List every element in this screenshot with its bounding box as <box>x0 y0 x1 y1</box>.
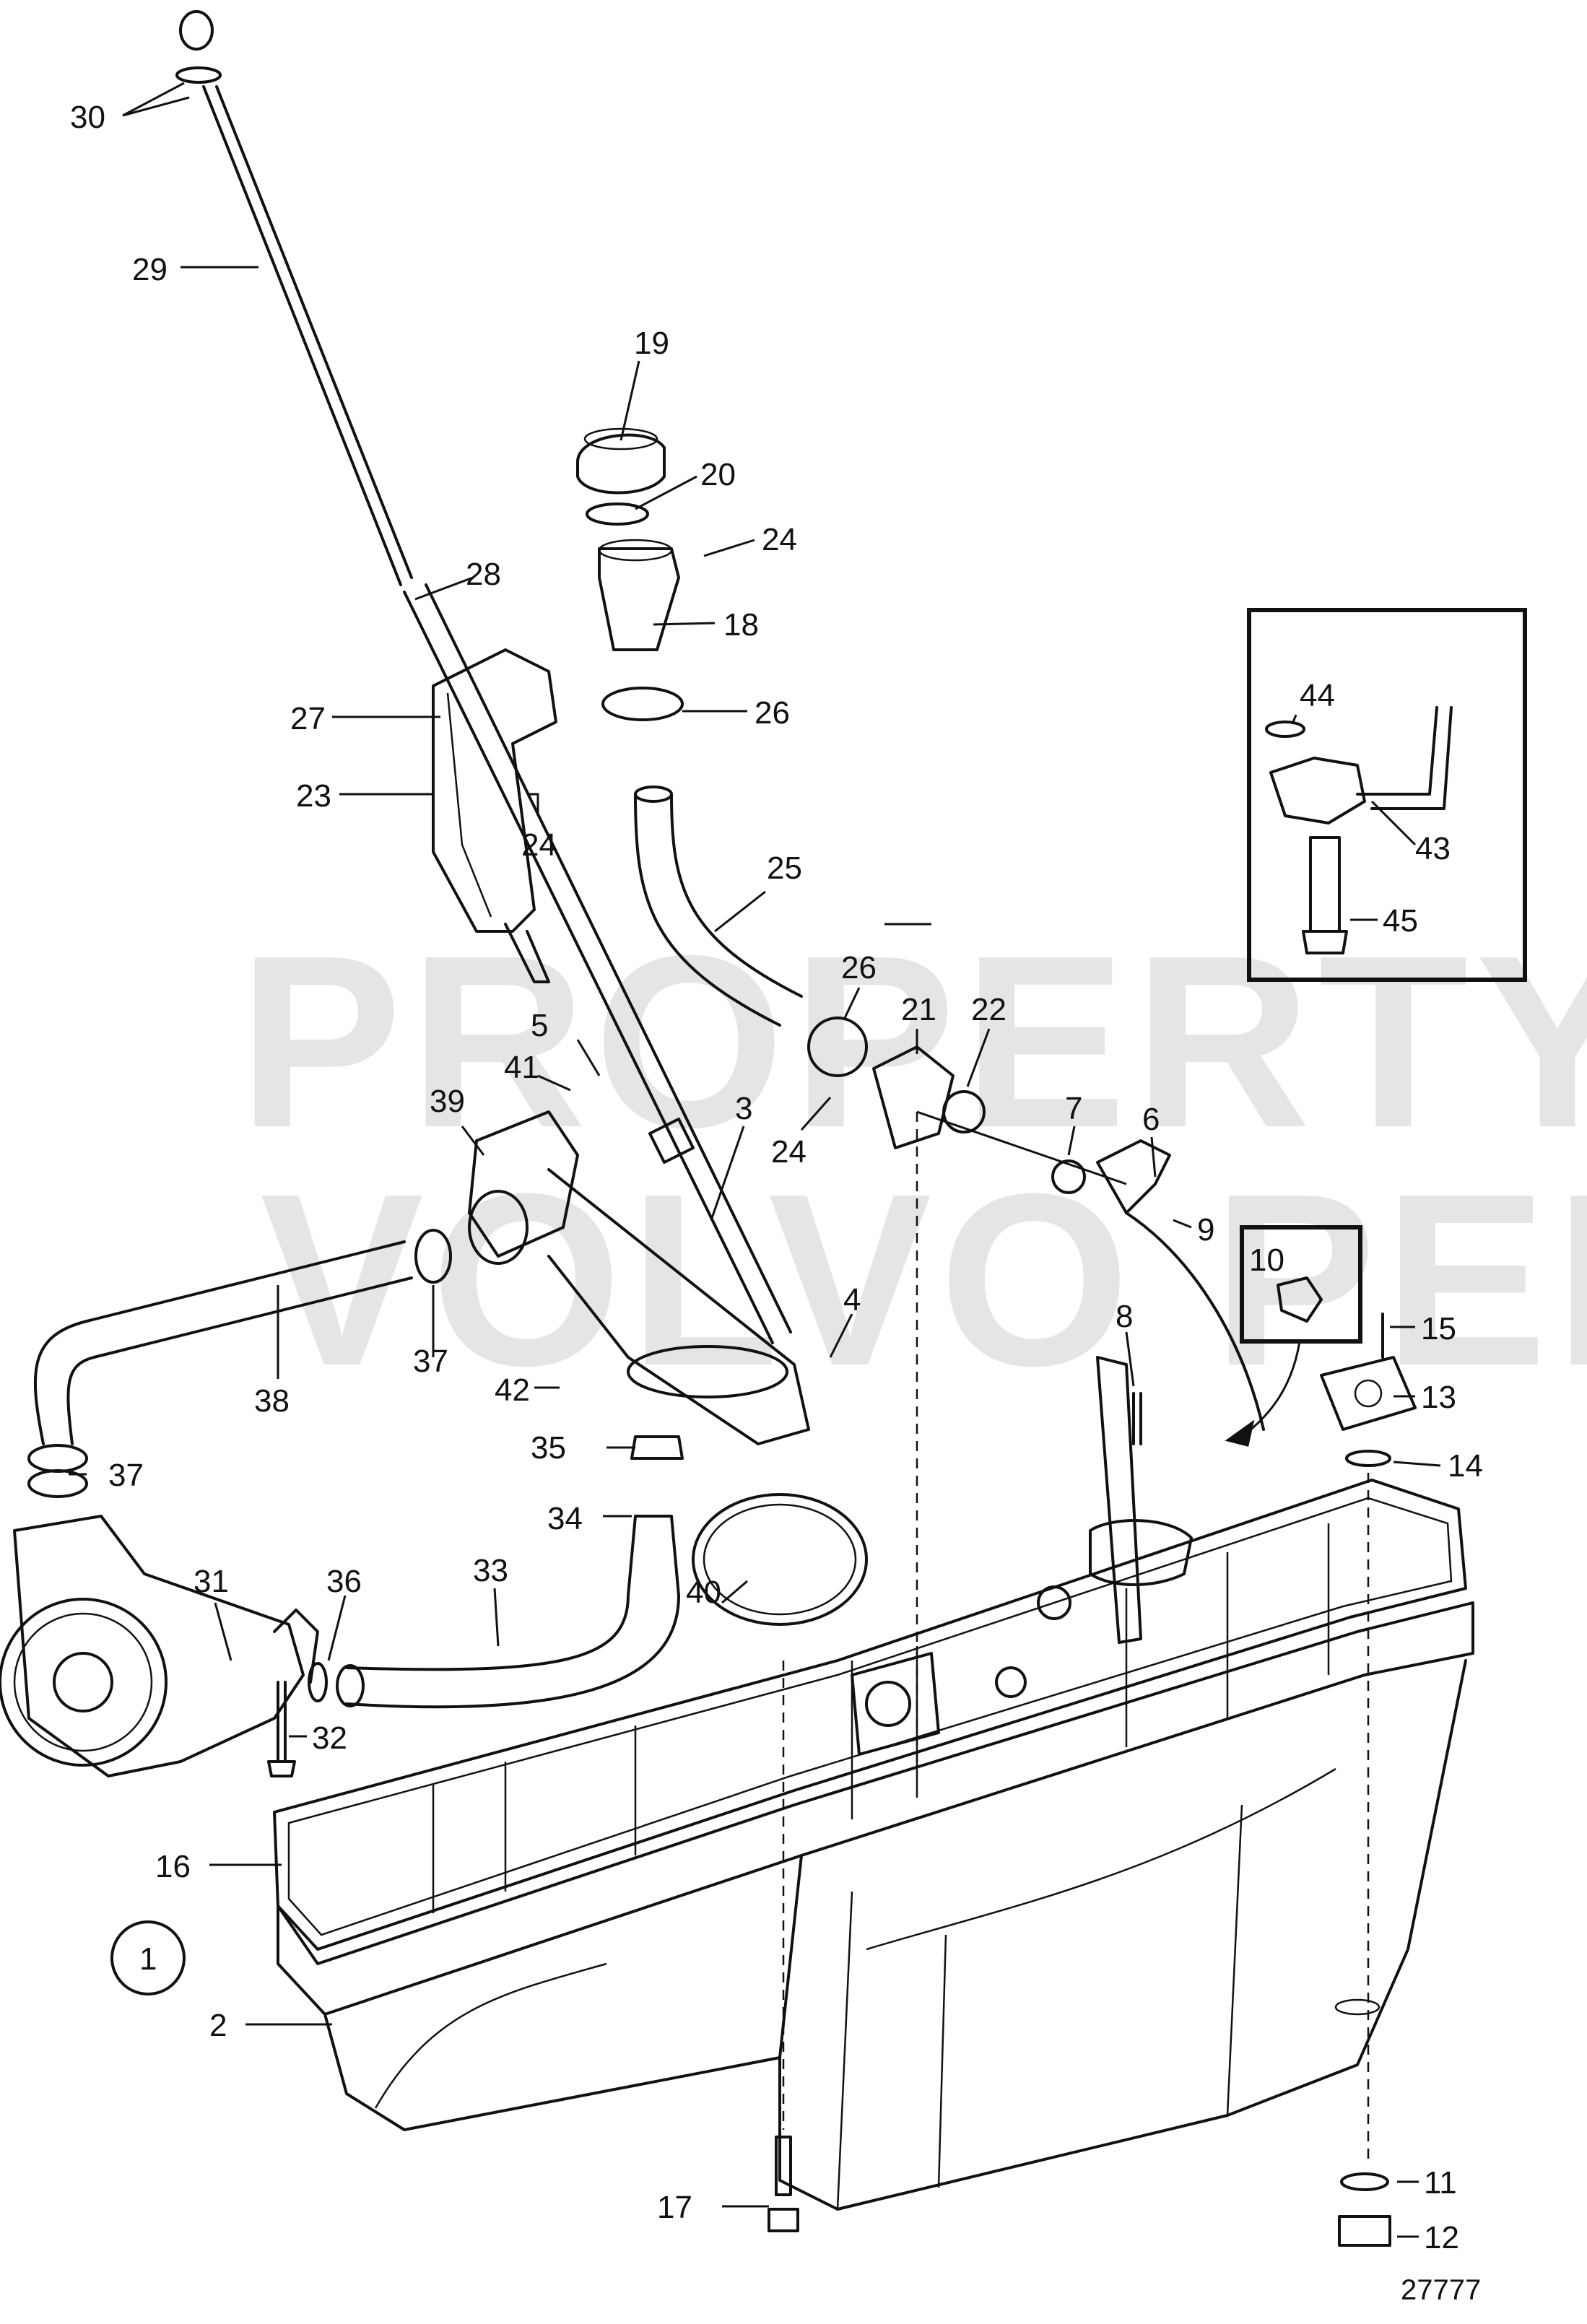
callout-17: 17 <box>657 2190 692 2225</box>
inset-detail-box <box>1247 608 1527 982</box>
watermark-line-1: PROPERTY OF <box>238 905 1587 1179</box>
view-marker: 1 <box>110 1920 186 1996</box>
callout-36: 36 <box>326 1564 362 1599</box>
callout-38: 38 <box>254 1383 290 1419</box>
oil-pan-drawing <box>273 1356 1474 2211</box>
callout-14: 14 <box>1448 1448 1483 1484</box>
callout-31: 31 <box>194 1564 229 1599</box>
callout-15: 15 <box>1421 1311 1456 1346</box>
callout-35: 35 <box>531 1430 566 1466</box>
drawing-number: 27777 <box>1401 2274 1481 2306</box>
suction-assembly-drawing <box>27 1110 868 1709</box>
callout-20: 20 <box>700 457 736 492</box>
callout-44: 44 <box>1300 678 1335 713</box>
callout-45: 45 <box>1383 903 1418 939</box>
callout-labels: 30 29 19 20 24 28 18 27 26 23 24 25 26 2… <box>70 100 1483 2255</box>
callout-18: 18 <box>723 607 759 643</box>
callout-39: 39 <box>430 1084 465 1119</box>
callout-32: 32 <box>312 1720 347 1756</box>
sensor-and-fasteners-drawing <box>768 1110 1417 2247</box>
callout-11: 11 <box>1424 2165 1457 2201</box>
callout-12: 12 <box>1424 2220 1459 2255</box>
clip-detail-box <box>1225 1225 1362 1447</box>
callout-40: 40 <box>686 1575 721 1610</box>
callout-21: 21 <box>901 992 936 1027</box>
callout-13: 13 <box>1421 1380 1456 1415</box>
callout-37: 37 <box>413 1344 448 1379</box>
callout-27: 27 <box>290 701 326 736</box>
callout-24: 24 <box>521 827 557 863</box>
callout-41: 41 <box>504 1050 539 1085</box>
callout-23: 23 <box>296 778 331 814</box>
callout-3: 3 <box>735 1091 752 1126</box>
watermark-line-2: VOLVO PENTA <box>260 1143 1587 1417</box>
callout-29: 29 <box>132 252 168 287</box>
callout-30: 30 <box>70 100 105 135</box>
callout-9: 9 <box>1197 1212 1214 1248</box>
callout-19: 19 <box>634 326 669 361</box>
callout-33: 33 <box>473 1553 508 1588</box>
callout-22: 22 <box>971 992 1006 1027</box>
callout-25: 25 <box>767 850 802 886</box>
view-marker-label: 1 <box>139 1941 157 1977</box>
callout-34: 34 <box>547 1501 583 1536</box>
leader-lines <box>69 82 1441 2238</box>
callout-43: 43 <box>1415 831 1451 866</box>
callout-10: 10 <box>1249 1242 1284 1278</box>
callout-2: 2 <box>209 2008 227 2043</box>
callout-4: 4 <box>843 1282 861 1318</box>
callout-5: 5 <box>531 1008 548 1043</box>
callout-26: 26 <box>755 695 790 731</box>
callout-24: 24 <box>771 1134 806 1170</box>
callout-7: 7 <box>1065 1091 1082 1126</box>
callout-26: 26 <box>841 950 877 985</box>
callout-16: 16 <box>155 1849 191 1884</box>
callout-24: 24 <box>762 522 797 557</box>
callout-42: 42 <box>495 1372 530 1408</box>
callout-8: 8 <box>1116 1299 1133 1334</box>
callout-6: 6 <box>1142 1102 1160 1137</box>
oil-pump-drawing <box>0 1515 328 1777</box>
callout-37: 37 <box>108 1458 144 1493</box>
watermark: PROPERTY OF VOLVO PENTA <box>238 905 1587 1417</box>
callout-28: 28 <box>466 557 501 592</box>
